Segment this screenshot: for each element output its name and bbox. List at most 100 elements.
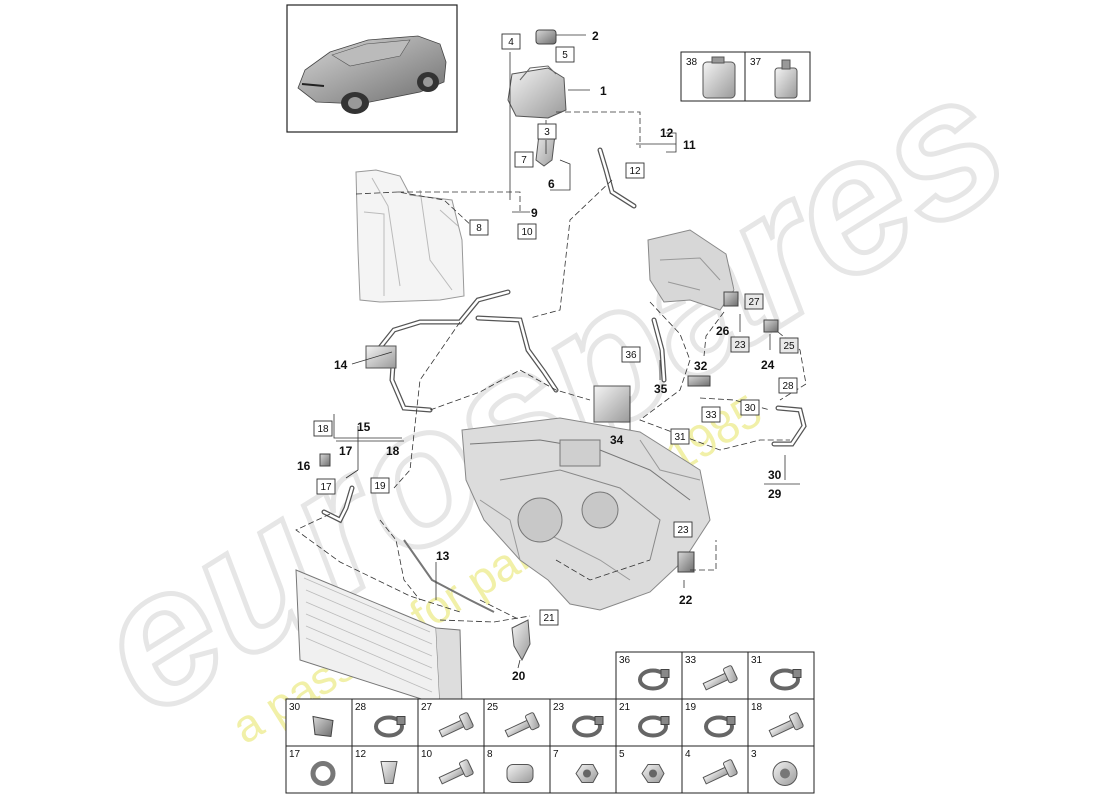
boxed-label: 10: [517, 223, 537, 240]
callout-number: 20: [512, 669, 526, 683]
boxed-label: 23: [730, 336, 750, 353]
parts-table-cell: 10: [417, 745, 485, 794]
pipe-13: [403, 539, 495, 613]
boxed-label: 21: [539, 609, 559, 626]
label-box: [517, 223, 537, 240]
thumb-37-label: 37: [750, 57, 762, 68]
label-box: [740, 399, 760, 416]
label-box: [501, 33, 521, 50]
label-box: [313, 420, 333, 437]
callout-number: 9: [531, 206, 538, 220]
label-box: [316, 478, 336, 495]
boxed-label: 23: [673, 521, 693, 538]
box-label-text: 30: [744, 403, 756, 414]
boxed-label: 33: [701, 406, 721, 423]
part-number: 33: [685, 655, 697, 666]
part-icon: [638, 715, 670, 738]
callout-number: 11: [683, 138, 696, 152]
boxed-label: 5: [555, 46, 575, 63]
label-box: [778, 377, 798, 394]
part-number: 28: [355, 702, 367, 713]
part-icon: [310, 761, 336, 786]
box-label-text: 19: [374, 481, 386, 492]
label-box: [539, 609, 559, 626]
part-22: [677, 551, 695, 573]
callout-number: 13: [436, 549, 450, 563]
part-number: 23: [553, 702, 565, 713]
boxed-label: 12: [660, 126, 674, 140]
callout-number: 30: [768, 468, 782, 482]
leader-lines: [333, 34, 786, 669]
fluid-containers-panel: 38 37: [680, 51, 811, 102]
box-label-text: 18: [317, 424, 329, 435]
parts-table-cell: 5: [615, 745, 683, 794]
radiator: [295, 569, 463, 707]
hose-junction: [365, 345, 397, 369]
part-number: 17: [289, 749, 301, 760]
part-number: 21: [619, 702, 631, 713]
part-number: 19: [685, 702, 697, 713]
callout-number: 34: [610, 433, 624, 447]
callout-number: 2: [592, 29, 599, 43]
boxed-label: 8: [469, 219, 489, 236]
label-box: [779, 337, 799, 354]
callout-number: 17: [339, 444, 353, 458]
box-label-text: 12: [629, 166, 641, 177]
part-icon: [768, 712, 804, 738]
parts-table-cell: 7: [549, 745, 617, 794]
part-icon: [772, 761, 798, 786]
parts-table-cell: 17: [285, 745, 353, 794]
part-icon: [575, 764, 599, 783]
box-label-text: 8: [476, 223, 482, 234]
callout-number: 6: [548, 177, 555, 191]
callout-number: 22: [679, 593, 693, 607]
label-box: [744, 293, 764, 310]
parts-table-cell: 30: [285, 698, 353, 747]
boxed-label: 19: [370, 477, 390, 494]
box-label-text: 27: [748, 297, 760, 308]
label-box: [469, 219, 489, 236]
callout-number: 16: [297, 459, 311, 473]
parts-table-cell: 36: [615, 651, 683, 700]
part-icon: [438, 759, 474, 785]
label-box: [670, 428, 690, 445]
callout-number: 24: [761, 358, 775, 372]
parts-table-cell: 4: [681, 745, 749, 794]
parts-table-cell: 12: [351, 745, 419, 794]
callout-number: 14: [334, 358, 348, 372]
sensor-27: [723, 291, 739, 307]
part-icon: [638, 668, 670, 691]
callout-number: 15: [357, 420, 371, 434]
part-icon: [506, 764, 534, 783]
callout-number: 26: [716, 324, 730, 338]
boxed-label: 30: [740, 399, 760, 416]
small-parts: [319, 291, 779, 662]
label-box: [537, 123, 557, 140]
parts-table-cell: 21: [615, 698, 683, 747]
box-label-text: 23: [734, 340, 746, 351]
parts-table-cell: 28: [351, 698, 419, 747]
body-panel-part: [355, 169, 465, 303]
part-icon: [704, 715, 736, 738]
boxed-label: 3: [537, 123, 557, 140]
part-icon: [312, 715, 334, 738]
box-label-text: 10: [521, 227, 533, 238]
parts-table-cell: 3: [747, 745, 815, 794]
label-box: [625, 162, 645, 179]
callout-number: 18: [386, 444, 400, 458]
box-label-text: 36: [625, 350, 637, 361]
part-16: [319, 453, 331, 467]
box-label-text: 33: [705, 410, 717, 421]
parts-table-cell: 8: [483, 745, 551, 794]
box-label-text: 21: [543, 613, 555, 624]
callout-number: 1: [600, 84, 607, 98]
boxed-label: 31: [670, 428, 690, 445]
box-label-text: 28: [782, 381, 794, 392]
valve-24: [763, 319, 779, 333]
box-label-text: 7: [521, 155, 527, 166]
transmission-housing: [647, 229, 735, 311]
box-label-text: 25: [783, 341, 795, 352]
engine-block: [461, 417, 711, 611]
